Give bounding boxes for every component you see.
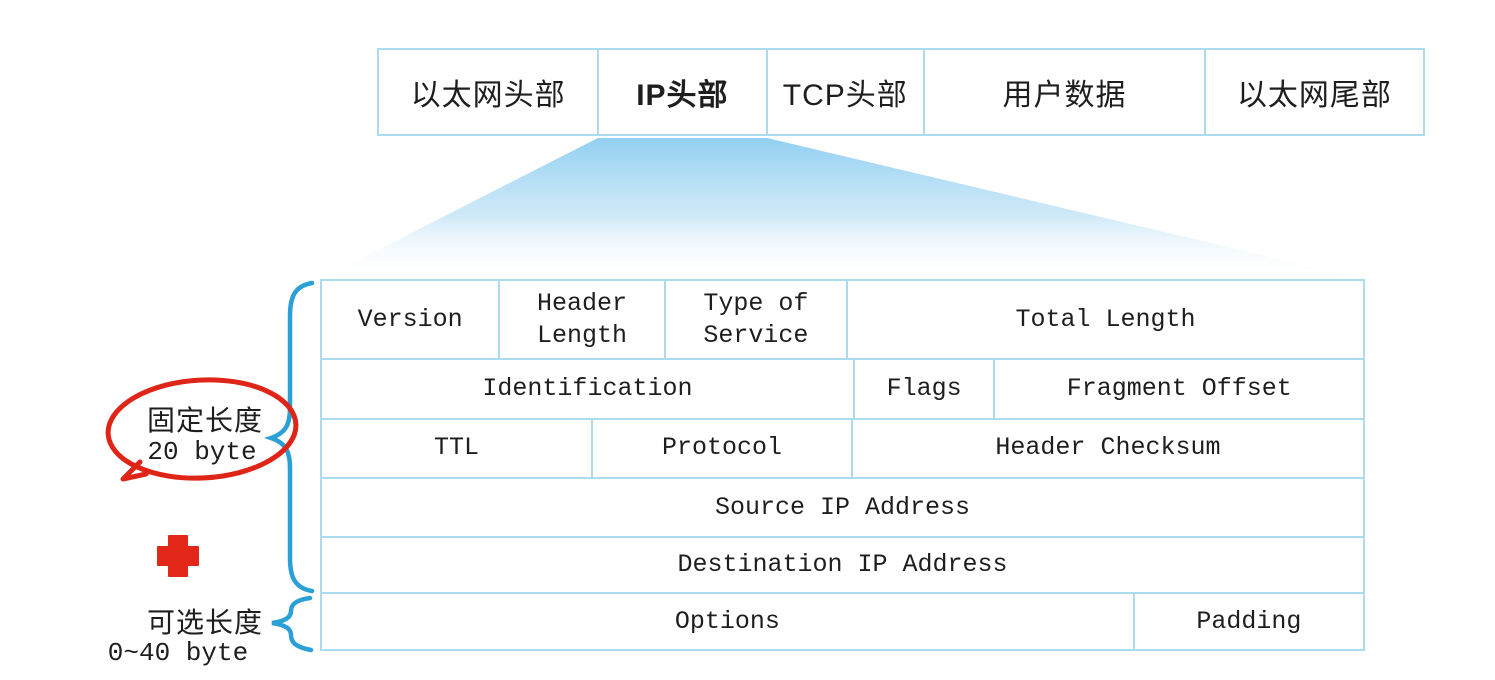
strip-cell-tcp-header: TCP头部 (767, 50, 925, 134)
table-row-1: Version Header Length Type of Service To… (322, 281, 1363, 359)
optional-length-brace (271, 595, 314, 653)
strip-cell-ethernet-header: 以太网头部 (379, 50, 600, 134)
table-row-5: Destination IP Address (322, 535, 1363, 592)
packet-strip: 以太网头部 IP头部 TCP头部 用户数据 以太网尾部 (377, 48, 1425, 136)
red-circle-annotation (105, 377, 299, 482)
field-options: Options (674, 606, 780, 636)
fixed-length-brace (263, 280, 315, 594)
ip-header-table: Version Header Length Type of Service To… (320, 279, 1365, 651)
optional-length-bytes: 0~40 byte (107, 638, 249, 668)
field-padding: Padding (1132, 593, 1363, 650)
field-version: Version (357, 305, 463, 335)
table-row-3: TTL Protocol Header Checksum (322, 417, 1363, 477)
field-total-length: Total Length (845, 281, 1363, 359)
fixed-length-bytes: 20 byte (147, 437, 257, 467)
field-ttl: TTL (433, 433, 479, 463)
fixed-length-label: 固定长度 (146, 405, 264, 436)
field-flags: Flags (852, 360, 994, 418)
optional-length-label: 可选长度 (146, 607, 264, 638)
field-source-ip-address: Source IP Address (714, 492, 971, 522)
strip-label-user-data: 用户数据 (1002, 79, 1127, 112)
strip-label-ethernet-header: 以太网头部 (410, 79, 566, 112)
red-cross-icon (157, 535, 199, 577)
strip-cell-user-data: 用户数据 (924, 50, 1206, 134)
strip-label-ethernet-trailer: 以太网尾部 (1236, 79, 1392, 112)
field-header-checksum: Header Checksum (850, 419, 1363, 477)
field-fragment-offset: Fragment Offset (993, 360, 1363, 418)
field-type-of-service: Type of Service (663, 281, 846, 359)
table-row-6: Options Padding (322, 591, 1363, 650)
field-identification: Identification (482, 374, 693, 404)
table-row-2: Identification Flags Fragment Offset (322, 358, 1363, 418)
field-protocol: Protocol (590, 419, 851, 477)
field-header-length: Header Length (498, 281, 663, 359)
strip-cell-ip-header: IP头部 (599, 50, 768, 134)
strip-label-ip-header: IP头部 (636, 79, 729, 112)
strip-label-tcp-header: TCP头部 (782, 79, 908, 112)
strip-cell-ethernet-trailer: 以太网尾部 (1205, 50, 1423, 134)
table-row-4: Source IP Address (322, 476, 1363, 536)
field-destination-ip-address: Destination IP Address (677, 550, 1008, 580)
expansion-trapezoid (321, 138, 1363, 279)
